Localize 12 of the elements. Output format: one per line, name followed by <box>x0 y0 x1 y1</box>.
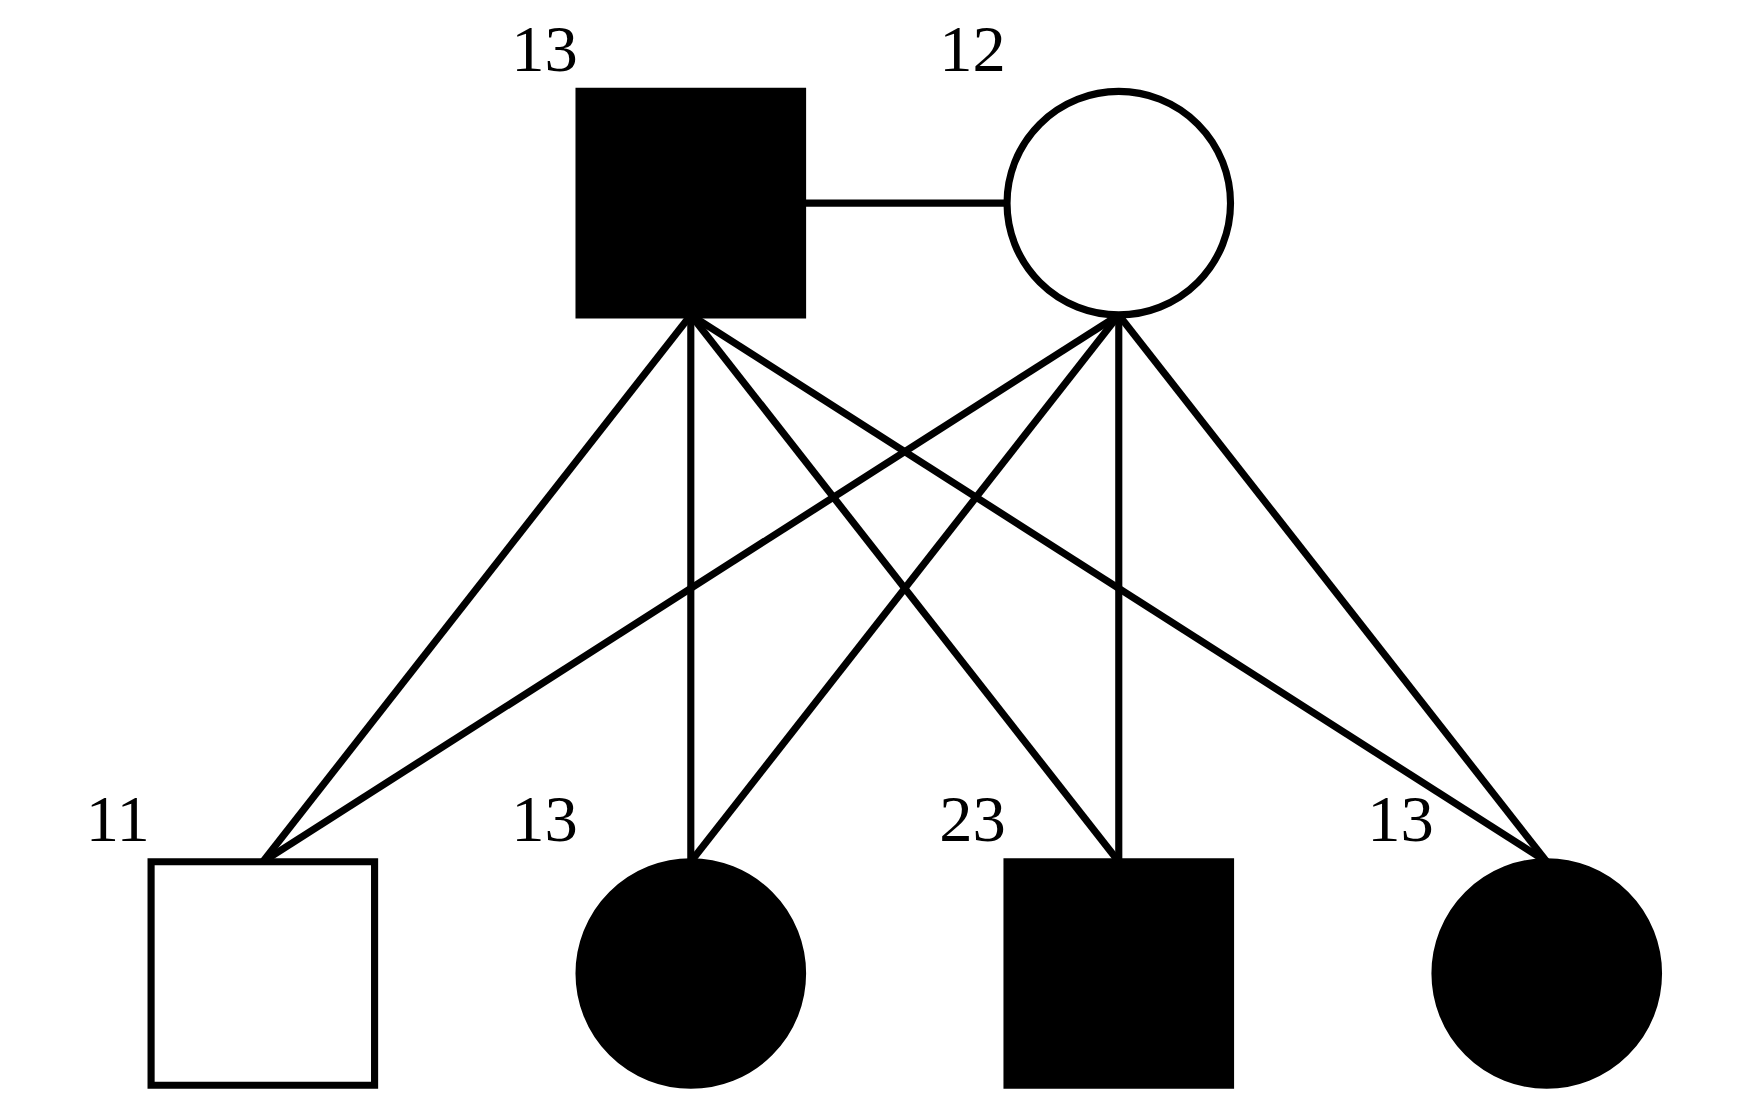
node-label: 23 <box>938 782 1006 856</box>
node-label: 13 <box>1366 782 1434 856</box>
node-circle <box>1430 858 1662 1089</box>
node-label: 11 <box>85 782 150 856</box>
node-label: 12 <box>938 11 1006 85</box>
node-circle <box>1002 87 1234 319</box>
node-box <box>147 858 378 1089</box>
node-label: 13 <box>510 11 578 85</box>
node-box <box>1002 858 1234 1089</box>
node-box <box>575 87 806 319</box>
node-circle <box>575 858 806 1089</box>
node-label: 13 <box>510 782 578 856</box>
